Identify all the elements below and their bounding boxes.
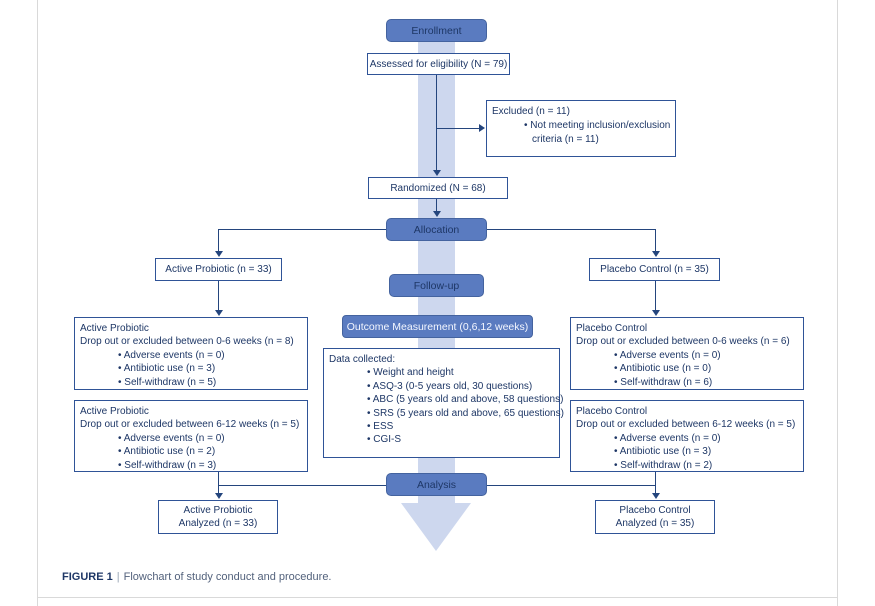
connector-to-excluded (436, 128, 480, 130)
outcome-measurement-box: Outcome Measurement (0,6,12 weeks) (342, 315, 533, 338)
stage-enrollment: Enrollment (386, 19, 487, 42)
dropout-bullet: Self-withdraw (n = 5) (80, 376, 302, 389)
dropout-bullet: Adverse events (n = 0) (576, 432, 798, 445)
connector-to-placebo-group (655, 229, 657, 252)
active-group-box: Active Probiotic (n = 33) (155, 258, 282, 281)
stage-analysis: Analysis (386, 473, 487, 496)
arrow-down-active-group (215, 251, 223, 257)
arrow-down-allocation (433, 211, 441, 217)
excluded-reason-cont: criteria (n = 11) (532, 134, 599, 145)
connector-placebo-to-analyzed (655, 472, 657, 494)
arrow-right-excluded (479, 124, 485, 132)
group-name: Active Probiotic (183, 505, 253, 516)
arrow-down-placebo-group (652, 251, 660, 257)
dropout-bullet: Self-withdraw (n = 3) (80, 459, 302, 472)
dropout-desc: Drop out or excluded between 0-6 weeks (… (80, 336, 294, 348)
active-dropout-6-12-box: Active Probiotic Drop out or excluded be… (74, 400, 308, 472)
arrow-down-placebo-analyzed (652, 493, 660, 499)
arrow-down-placebo-dropout (652, 310, 660, 316)
dropout-bullet: Adverse events (n = 0) (80, 432, 302, 445)
group-name: Active Probiotic (80, 323, 149, 334)
assessed-box: Assessed for eligibility (N = 79) (367, 53, 510, 75)
page-rule-right (837, 0, 838, 606)
group-name: Placebo Control (576, 323, 648, 334)
dropout-bullet: Adverse events (n = 0) (80, 349, 302, 362)
placebo-dropout-6-12-box: Placebo Control Drop out or excluded bet… (570, 400, 804, 472)
group-name: Placebo Control (619, 505, 691, 516)
data-collected-title: Data collected: (329, 354, 396, 365)
page-rule-left (37, 0, 38, 606)
flow-direction-arrow-head (401, 503, 471, 551)
randomized-box: Randomized (N = 68) (368, 177, 508, 199)
randomized-label: Randomized (N = 68) (390, 182, 486, 194)
data-collected-bullet: CGI-S (329, 433, 554, 446)
dropout-desc: Drop out or excluded between 0-6 weeks (… (576, 336, 790, 348)
analyzed-count: Analyzed (n = 33) (178, 518, 258, 529)
dropout-bullet: Self-withdraw (n = 2) (576, 459, 798, 472)
stage-followup: Follow-up (389, 274, 484, 297)
group-name: Placebo Control (576, 406, 648, 417)
stage-allocation-label: Allocation (413, 223, 460, 236)
data-collected-bullet: ASQ-3 (0-5 years old, 30 questions) (329, 380, 554, 393)
page-rule-bottom (37, 597, 838, 598)
dropout-desc: Drop out or excluded between 6-12 weeks … (80, 419, 300, 431)
stage-allocation: Allocation (386, 218, 487, 241)
data-collected-bullet: Weight and height (329, 366, 554, 379)
connector-active-to-dropout (218, 281, 220, 311)
figure-caption-label: FIGURE 1 (62, 571, 113, 583)
placebo-group-label: Placebo Control (n = 35) (600, 264, 709, 275)
stage-enrollment-label: Enrollment (411, 24, 462, 37)
stage-analysis-label: Analysis (416, 478, 457, 491)
arrow-down-randomized (433, 170, 441, 176)
dropout-bullet: Adverse events (n = 0) (576, 349, 798, 362)
connector-active-to-analyzed (218, 472, 220, 494)
connector-placebo-to-dropout (655, 281, 657, 311)
dropout-bullet: Antibiotic use (n = 2) (80, 445, 302, 458)
assessed-label: Assessed for eligibility (N = 79) (369, 58, 508, 70)
dropout-bullet: Antibiotic use (n = 0) (576, 362, 798, 375)
arrow-down-active-analyzed (215, 493, 223, 499)
data-collected-bullet: ABC (5 years old and above, 58 questions… (329, 393, 564, 406)
excluded-reason: Not meeting inclusion/exclusion (492, 119, 670, 133)
connector-randomized-to-allocation (436, 199, 438, 212)
data-collected-box: Data collected: Weight and height ASQ-3 … (323, 348, 564, 458)
group-name: Active Probiotic (80, 406, 149, 417)
connector-to-active-group (218, 229, 220, 252)
active-group-label: Active Probiotic (n = 33) (165, 264, 272, 275)
figure-caption-separator: | (116, 571, 120, 583)
excluded-box: Excluded (n = 11) Not meeting inclusion/… (486, 100, 676, 157)
stage-followup-label: Follow-up (413, 279, 460, 292)
placebo-group-box: Placebo Control (n = 35) (589, 258, 720, 281)
dropout-bullet: Antibiotic use (n = 3) (80, 362, 302, 375)
dropout-bullet: Self-withdraw (n = 6) (576, 376, 798, 389)
connector-assessed-to-randomized (436, 75, 438, 171)
active-dropout-0-6-box: Active Probiotic Drop out or excluded be… (74, 317, 308, 390)
active-analyzed-box: Active Probiotic Analyzed (n = 33) (158, 500, 278, 534)
dropout-desc: Drop out or excluded between 6-12 weeks … (576, 419, 796, 431)
placebo-analyzed-box: Placebo Control Analyzed (n = 35) (595, 500, 715, 534)
dropout-bullet: Antibiotic use (n = 3) (576, 445, 798, 458)
analyzed-count: Analyzed (n = 35) (615, 518, 695, 529)
figure-caption: FIGURE 1|Flowchart of study conduct and … (62, 571, 332, 583)
data-collected-bullet: ESS (329, 420, 554, 433)
arrow-down-active-dropout (215, 310, 223, 316)
data-collected-bullet: SRS (5 years old and above, 65 questions… (329, 407, 564, 420)
outcome-measurement-label: Outcome Measurement (0,6,12 weeks) (346, 320, 529, 333)
placebo-dropout-0-6-box: Placebo Control Drop out or excluded bet… (570, 317, 804, 390)
excluded-title: Excluded (n = 11) (492, 106, 570, 117)
figure-caption-text: Flowchart of study conduct and procedure… (123, 571, 332, 583)
